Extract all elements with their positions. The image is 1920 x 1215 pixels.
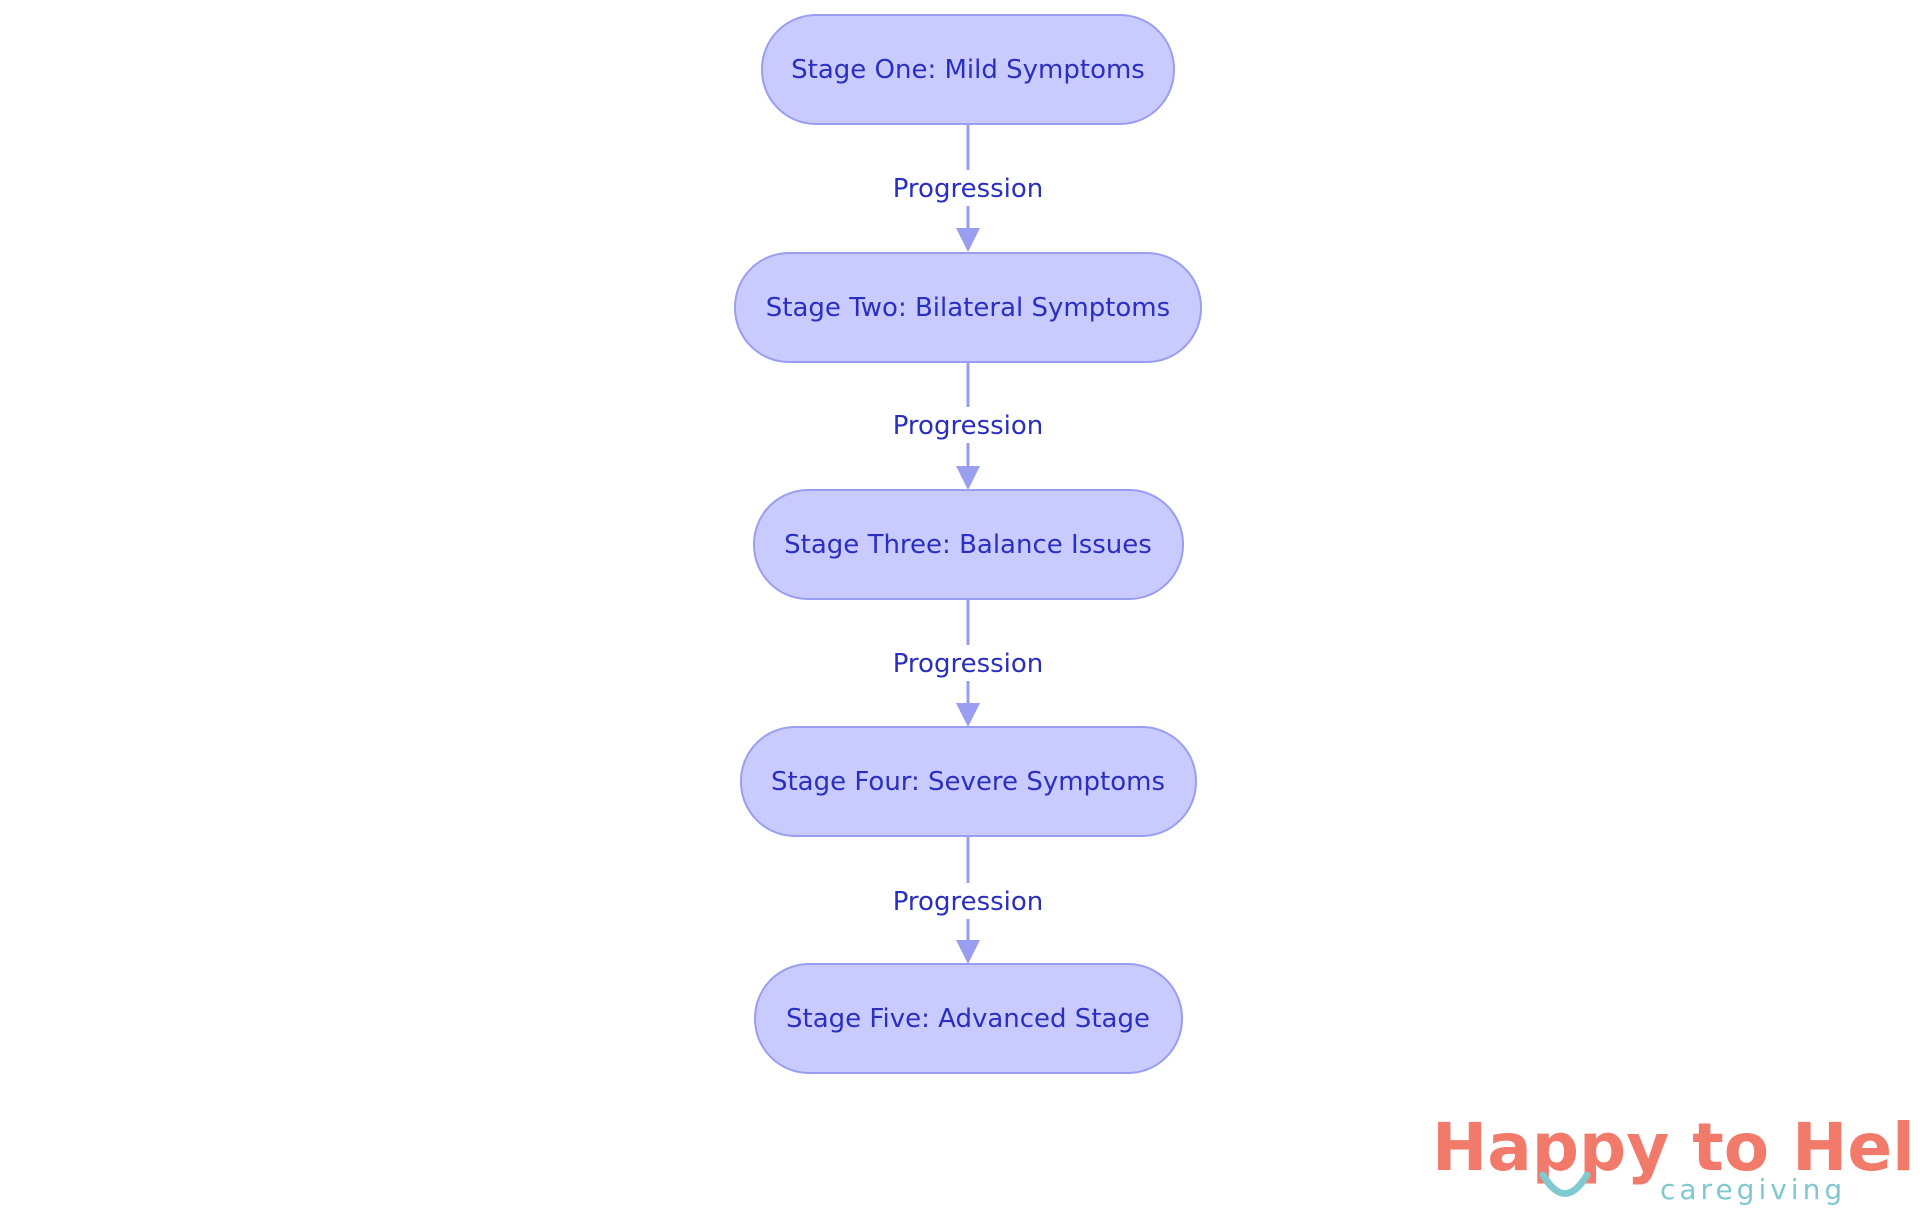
node-label: Stage Three: Balance Issues <box>784 530 1152 560</box>
edge-stage1-stage2: Progression <box>893 124 1044 252</box>
arrowhead-icon <box>956 466 980 490</box>
edge-label-bg <box>893 170 1043 206</box>
edge-label-bg <box>893 407 1043 443</box>
edge-stage2-stage3: Progression <box>893 362 1044 490</box>
brand-logo: Happy to Help caregiving <box>1432 1109 1920 1206</box>
edge-label: Progression <box>893 174 1044 204</box>
node-shape <box>740 726 1197 837</box>
node-label: Stage Five: Advanced Stage <box>786 1004 1150 1034</box>
node-stage-one[interactable]: Stage One: Mild Symptoms <box>761 14 1175 125</box>
edge-stage3-stage4: Progression <box>893 599 1044 727</box>
edge-label-bg <box>893 645 1043 681</box>
edge-label-bg <box>893 883 1043 919</box>
node-shape <box>734 252 1202 363</box>
edge-label: Progression <box>893 411 1044 441</box>
logo-main-text: Happy to Help <box>1432 1109 1920 1186</box>
arrowhead-icon <box>956 940 980 964</box>
logo-sub-text: caregiving <box>1660 1173 1846 1206</box>
node-stage-four[interactable]: Stage Four: Severe Symptoms <box>740 726 1197 837</box>
node-stage-three[interactable]: Stage Three: Balance Issues <box>753 489 1184 600</box>
edge-label: Progression <box>893 887 1044 917</box>
node-shape <box>753 489 1184 600</box>
node-shape <box>761 14 1175 125</box>
arrowhead-icon <box>956 228 980 252</box>
node-shape <box>754 963 1183 1074</box>
node-label: Stage Two: Bilateral Symptoms <box>766 293 1170 323</box>
edge-label: Progression <box>893 649 1044 679</box>
node-label: Stage One: Mild Symptoms <box>791 55 1145 85</box>
smile-icon <box>1539 1171 1591 1197</box>
nodes-layer: Stage One: Mild Symptoms Stage Two: Bila… <box>734 14 1202 1074</box>
edges-layer: Progression Progression Progression Prog… <box>893 124 1044 964</box>
arrowhead-icon <box>956 703 980 727</box>
node-stage-five[interactable]: Stage Five: Advanced Stage <box>754 963 1183 1074</box>
node-stage-two[interactable]: Stage Two: Bilateral Symptoms <box>734 252 1202 363</box>
node-label: Stage Four: Severe Symptoms <box>771 767 1165 797</box>
edge-stage4-stage5: Progression <box>893 836 1044 964</box>
